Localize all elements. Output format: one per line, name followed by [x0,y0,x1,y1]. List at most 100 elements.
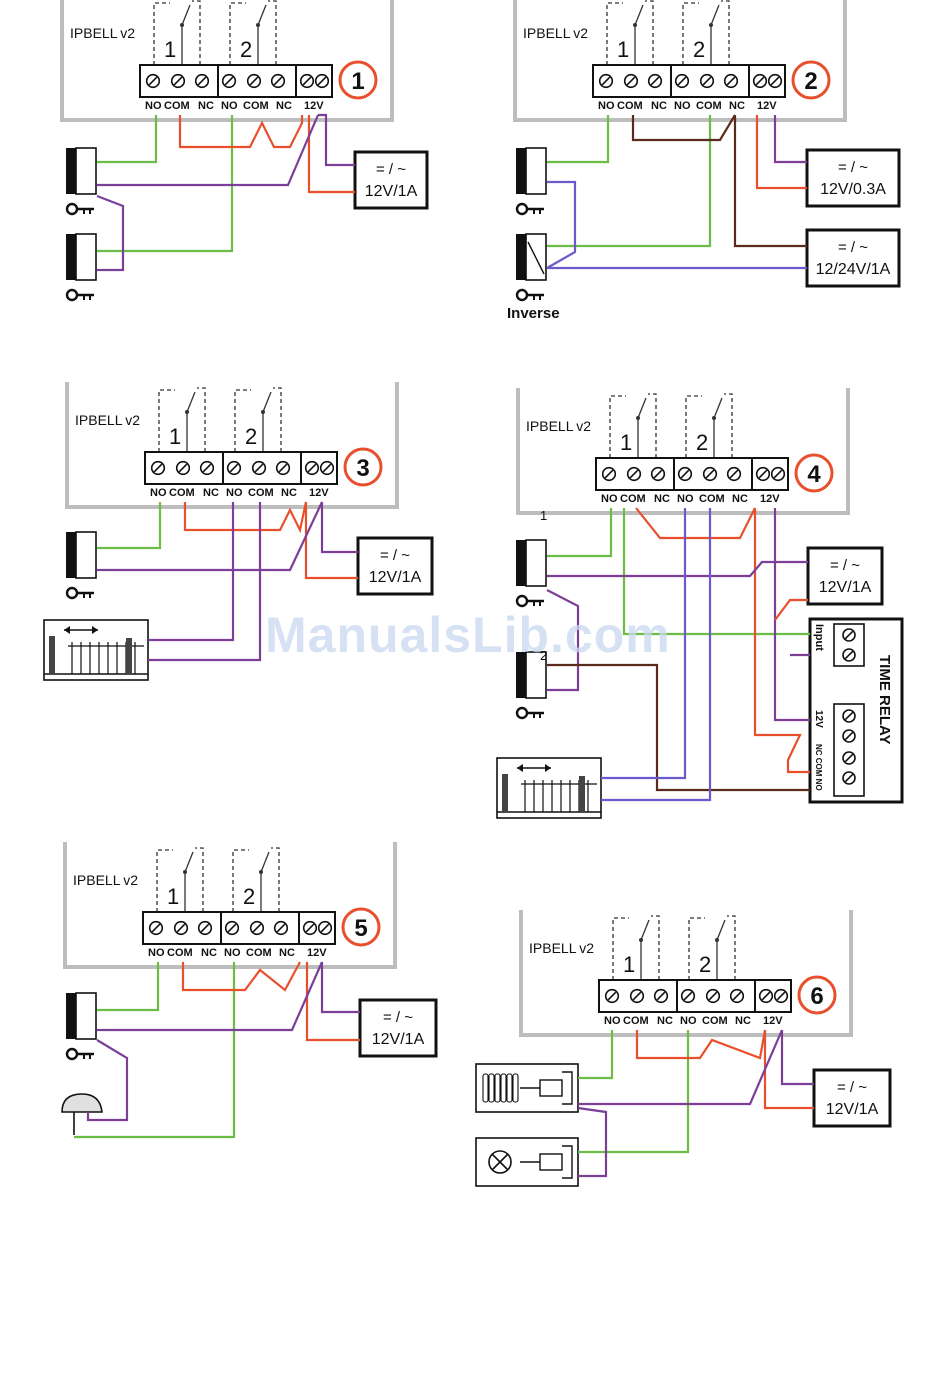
relay-number: 2 [693,37,705,62]
terminal-label: COM [696,100,722,112]
terminal-label: COM [248,487,274,499]
terminal-label-12v: 12V [309,487,329,499]
device-housing [63,842,397,969]
door-strike-icon [515,539,547,608]
screw-terminal-icon [249,920,265,936]
relay-symbol-icon [685,393,733,458]
relay-number: 1 [617,37,629,62]
terminal-label: NC [281,487,297,499]
screw-terminal-icon [194,73,210,89]
psu-rating: 12V/1A [819,579,872,596]
power-supply-box: = / ~12V/0.3A [805,148,901,208]
screw-terminal-icon [246,73,262,89]
wire-purple [578,1029,784,1106]
relay-symbol-icon [158,387,206,452]
wire-purple [780,1030,814,1086]
terminal-label: NC [735,1015,751,1027]
screw-terminal-icon [251,460,267,476]
wire-blue [601,508,687,780]
terminal-label: NO [148,947,165,959]
screw-terminal-icon [653,988,669,1004]
screw-terminal-icon [199,460,215,476]
wire-green [547,115,610,164]
psu-rating: 12V/1A [826,1101,879,1118]
wire-brown [631,114,736,142]
diagram-number: 4 [807,461,821,488]
terminal-label: COM [620,493,646,505]
power-supply-box: = / ~12V/1A [806,546,884,606]
siren-icon [61,1093,103,1135]
wire-green [97,502,162,550]
wire-red [635,1029,767,1060]
marker-1: 1 [540,508,547,523]
terminal-label: COM [702,1015,728,1027]
diagram-number-badge: 4 [794,453,834,493]
terminal-label: COM [243,100,269,112]
relay-symbol-icon [234,387,282,452]
wire-red [181,961,301,992]
screw-terminal-icon [755,466,771,482]
time-relay-12v-label: 12V [813,710,824,728]
terminal-label: NC [651,100,667,112]
time-relay-output-label: NC COM NO [814,744,823,791]
wire-red [178,115,304,149]
wire-green [547,115,712,248]
wire-brown [733,115,807,248]
screw-terminal-icon [767,73,783,89]
screw-terminal-icon [148,920,164,936]
wire-purple [86,1039,129,1122]
screw-terminal-icon [304,460,320,476]
screw-terminal-icon [175,460,191,476]
wire-purple [773,115,807,164]
terminal-label-12v: 12V [757,100,777,112]
psu-rating: 12V/1A [365,183,418,200]
terminal-label-12v: 12V [760,493,780,505]
relay-symbol-icon [609,393,657,458]
wire-purple [97,114,320,187]
wire-green [97,962,160,1012]
screw-terminal-icon [150,460,166,476]
screw-terminal-icon [842,729,856,743]
wire-red [753,508,810,774]
terminal-label: NC [729,100,745,112]
time-relay-input-label: Input [813,624,825,651]
terminal-label: NC [276,100,292,112]
diagram-number-badge: 1 [338,60,378,100]
screw-terminal-icon [647,73,663,89]
power-supply-box: = / ~ 12V/1A [812,1068,892,1128]
screw-terminal-icon [273,920,289,936]
device-housing [513,0,847,122]
screw-terminal-icon [314,73,330,89]
diagram-number: 3 [356,455,369,482]
screw-terminal-icon [319,460,335,476]
psu-symbol: = / ~ [837,1079,867,1096]
power-supply-box: = / ~12/24V/1A [805,228,901,288]
wire-red [183,501,308,534]
psu-rating: 12V/1A [369,569,422,586]
device-label: IPBELL v2 [70,25,135,41]
device-label: IPBELL v2 [75,412,140,428]
wire-red [774,598,808,621]
diagram-number: 6 [810,983,823,1010]
door-strike-icon [515,147,547,216]
marker-2: 2 [540,648,547,663]
lamp-relay-icon [475,1137,579,1187]
terminal-label: COM [246,947,272,959]
door-strike-icon [65,233,97,302]
screw-terminal-icon [677,466,693,482]
screw-terminal-icon [170,73,186,89]
wire-purple [577,1106,608,1178]
device-label: IPBELL v2 [526,418,591,434]
diagram-number-badge: 3 [343,447,383,487]
relay-symbol-icon [606,0,654,65]
psu-symbol: = / ~ [838,159,868,176]
screw-terminal-icon [729,988,745,1004]
wire-purple [547,560,808,578]
terminal-label: NO [601,493,618,505]
heater-relay-icon [475,1063,579,1113]
screw-terminal-icon [604,988,620,1004]
